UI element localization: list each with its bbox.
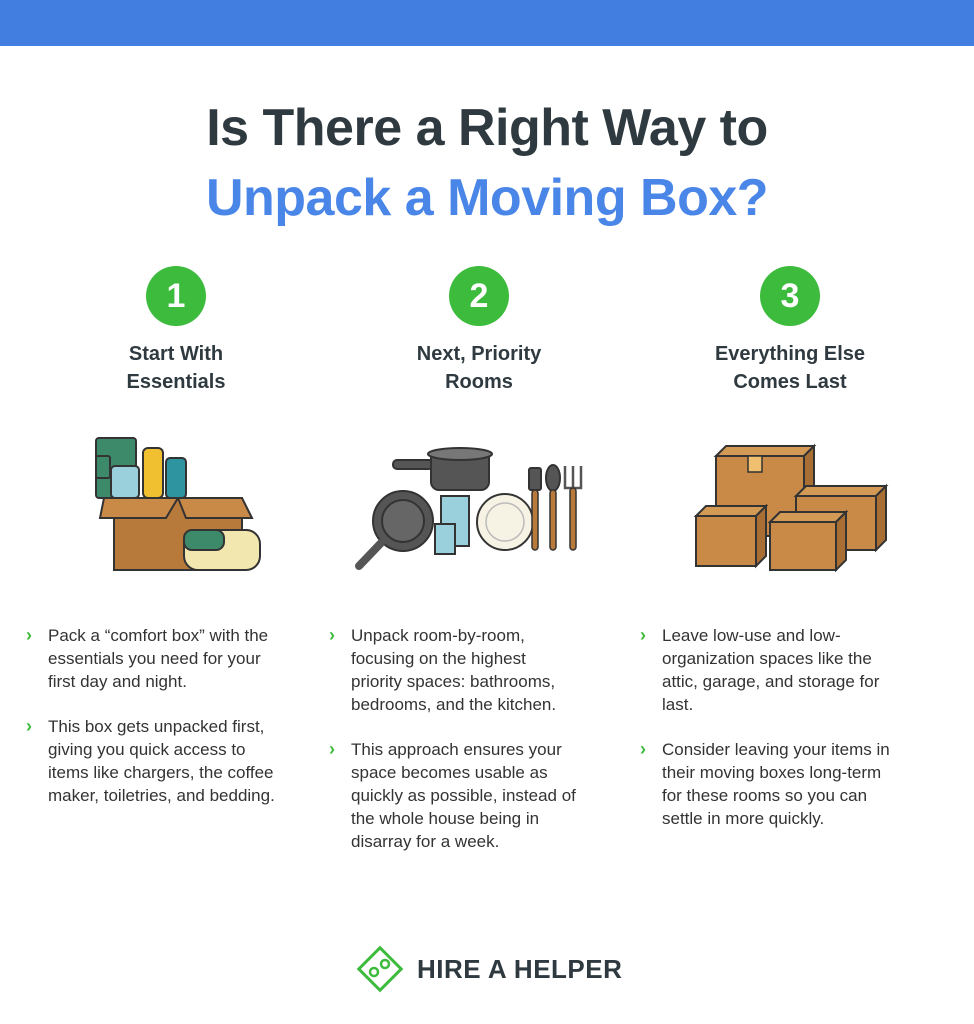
hire-a-helper-logo[interactable]: HIRE A HELPER: [355, 944, 622, 994]
stacked-boxes-icon: [693, 443, 889, 573]
chevron-right-icon: ›: [329, 625, 335, 645]
kitchenware-icon: [355, 447, 583, 570]
chevron-right-icon: ›: [26, 625, 32, 645]
list-item: ›This box gets unpacked first, giving yo…: [26, 716, 275, 805]
list-item: ›Unpack room-by-room, focusing on the hi…: [329, 625, 557, 714]
top-bar: [0, 0, 974, 46]
logo-text: HIRE A HELPER: [417, 953, 623, 984]
chevron-right-icon: ›: [640, 625, 646, 645]
step-number-badge: 3: [760, 266, 820, 326]
list-item: ›Leave low-use and low-organization spac…: [640, 625, 880, 714]
chevron-right-icon: ›: [329, 739, 335, 759]
title-line-2: Unpack a Moving Box?: [205, 169, 769, 227]
chevron-right-icon: ›: [26, 716, 32, 736]
list-item: ›Consider leaving your items in their mo…: [640, 739, 890, 828]
list-item: ›This approach ensures your space become…: [329, 739, 576, 851]
title-line-1: Is There a Right Way to: [206, 99, 768, 157]
essentials-box-icon: [95, 437, 261, 571]
chevron-right-icon: ›: [640, 739, 646, 759]
logo-diamond-icon: [356, 945, 404, 993]
step-number-badge: 2: [449, 266, 509, 326]
list-item: ›Pack a “comfort box” with the essential…: [26, 625, 269, 691]
step-number-badge: 1: [146, 266, 206, 326]
